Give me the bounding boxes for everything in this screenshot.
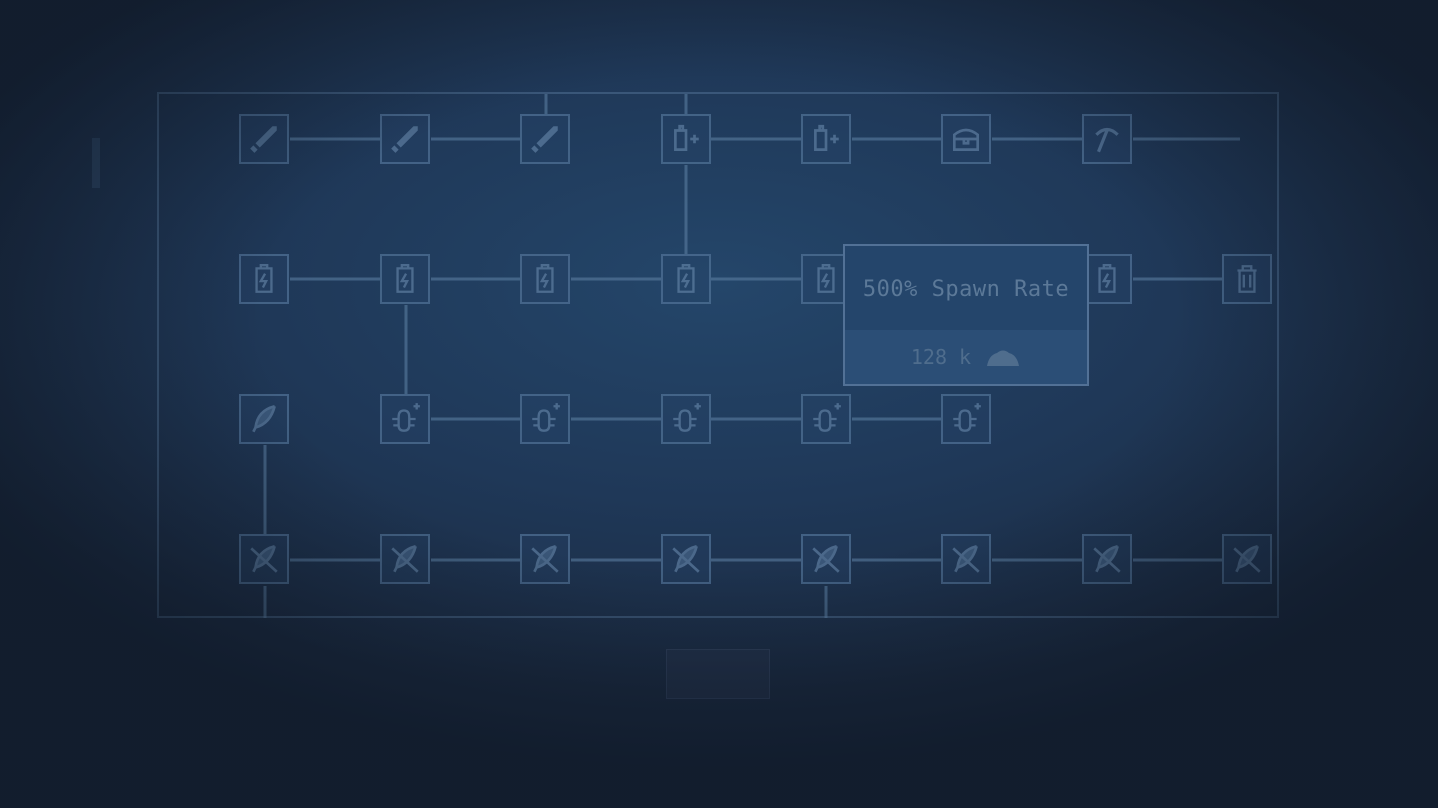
drink-plus-icon	[814, 124, 839, 151]
tooltip-cost-value: 128 k	[910, 345, 972, 369]
pickaxe-icon	[1095, 127, 1119, 153]
tooltip-title: 500% Spawn Rate	[862, 276, 1070, 302]
tooltip-cost-row: 128 k	[845, 330, 1087, 384]
upgrade-node-bug[interactable]	[380, 394, 430, 444]
feather-slash-icon	[1233, 544, 1261, 573]
upgrade-node-feather-slash[interactable]	[520, 534, 570, 584]
sword-icon	[250, 126, 277, 153]
feather-slash-icon	[672, 544, 700, 573]
upgrade-node-battery[interactable]	[520, 254, 570, 304]
upgrade-node-feather-slash[interactable]	[661, 534, 711, 584]
upgrade-tooltip: 500% Spawn Rate 128 k	[843, 244, 1089, 386]
upgrade-node-drink[interactable]	[801, 114, 851, 164]
upgrade-node-feather-slash[interactable]	[801, 534, 851, 584]
upgrade-node-feather-slash[interactable]	[380, 534, 430, 584]
upgrade-node-battery[interactable]	[239, 254, 289, 304]
feather-slash-icon	[952, 544, 980, 573]
bug-plus-icon	[392, 403, 420, 432]
feather-icon	[252, 404, 276, 433]
bug-plus-icon	[953, 403, 981, 432]
upgrade-node-feather-slash[interactable]	[239, 534, 289, 584]
feather-slash-icon	[531, 544, 559, 573]
battery-icon	[1098, 264, 1116, 293]
feather-slash-icon	[812, 544, 840, 573]
battery-icon	[677, 264, 695, 293]
bug-plus-icon	[813, 403, 841, 432]
feather-slash-icon	[250, 544, 278, 573]
battery-icon	[536, 264, 554, 293]
resource-pile-icon	[987, 350, 1020, 366]
battery-icon	[396, 264, 414, 293]
upgrade-node-feather-slash[interactable]	[941, 534, 991, 584]
upgrade-node-drink[interactable]	[661, 114, 711, 164]
upgrade-node-feather[interactable]	[239, 394, 289, 444]
upgrade-node-chest[interactable]	[941, 114, 991, 164]
upgrade-node-sword[interactable]	[380, 114, 430, 164]
battery-icon	[817, 264, 835, 293]
upgrade-node-battery[interactable]	[661, 254, 711, 304]
bug-plus-icon	[673, 403, 701, 432]
feather-slash-icon	[1093, 544, 1121, 573]
upgrade-node-sword[interactable]	[520, 114, 570, 164]
drink-plus-icon	[674, 124, 699, 151]
upgrade-node-sword[interactable]	[239, 114, 289, 164]
upgrade-node-feather-slash[interactable]	[1082, 534, 1132, 584]
upgrade-node-pickaxe[interactable]	[1082, 114, 1132, 164]
feather-slash-icon	[391, 544, 419, 573]
battery-icon	[255, 264, 273, 293]
upgrade-node-battery[interactable]	[1082, 254, 1132, 304]
side-handle	[92, 138, 100, 188]
sword-icon	[531, 126, 558, 153]
upgrade-node-bug[interactable]	[661, 394, 711, 444]
upgrade-node-feather-slash[interactable]	[1222, 534, 1272, 584]
upgrade-node-trash[interactable]	[1222, 254, 1272, 304]
upgrade-node-battery[interactable]	[380, 254, 430, 304]
treasure-chest-icon	[952, 128, 980, 151]
sword-icon	[391, 126, 418, 153]
upgrade-node-bug[interactable]	[801, 394, 851, 444]
upgrade-node-bug[interactable]	[520, 394, 570, 444]
trash-bin-icon	[1237, 265, 1257, 293]
upgrade-node-bug[interactable]	[941, 394, 991, 444]
confirm-button[interactable]	[666, 649, 770, 699]
bug-plus-icon	[532, 403, 560, 432]
